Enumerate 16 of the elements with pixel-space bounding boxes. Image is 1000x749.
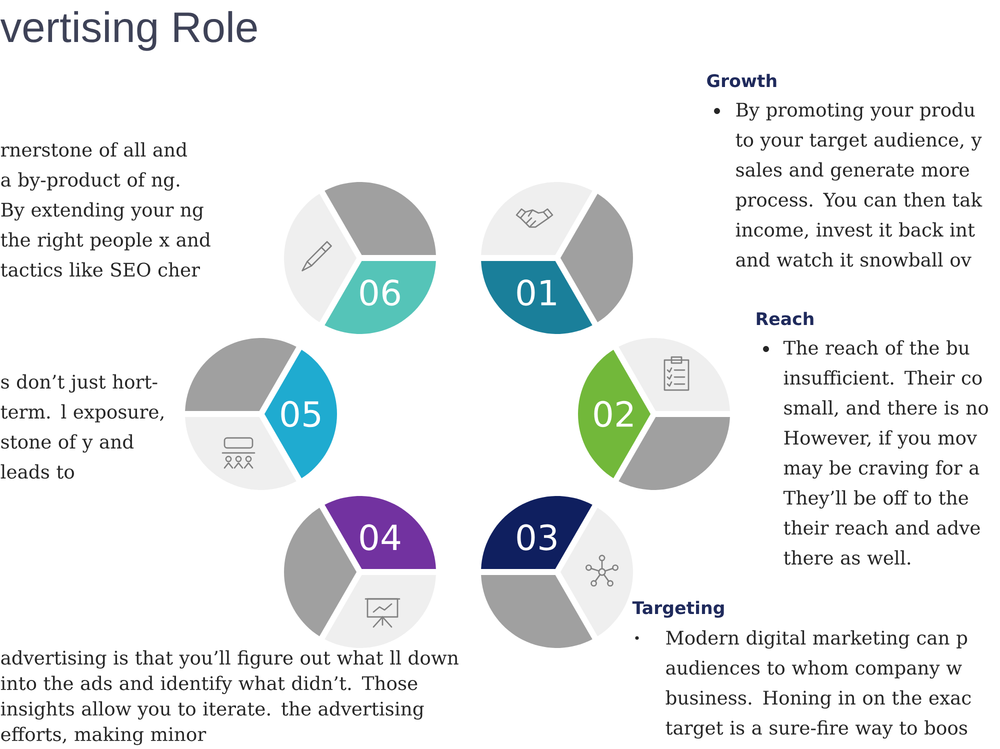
paragraph-text: rnerstone of all and a by-product of ng. By extending your ng the right people x and tactics like SEO cher: [0, 142, 210, 277]
number-petal: 02: [578, 350, 651, 478]
bullet-text: The reach of the bu insufficient. Their co small, and there is no However, if you mov may be craving for a They’ll be off to the their reach and adve there as well.: [783, 340, 988, 565]
number-petal: 03: [481, 496, 592, 569]
paragraph-text: advertising is that you’ll figure out what ll down into the ads and identify what didn’t. Those insights allow you to iterate. the advertising efforts, making minor: [0, 650, 458, 746]
page-title: vertising Role: [0, 11, 257, 51]
number-petal: 04: [324, 496, 436, 569]
section-heading: Targeting: [632, 600, 724, 618]
number-petal: 05: [264, 350, 337, 478]
section-heading: Reach: [756, 312, 814, 326]
number-petal: 06: [324, 261, 436, 334]
bullet-text: Modern digital marketing can p audiences to whom company w business. Honing in on the exac target is a sure-fire way to boos: [666, 630, 971, 739]
number-petal: 01: [481, 261, 592, 334]
section-heading: Growth: [707, 74, 776, 88]
paragraph-text: s don’t just hort-term. l exposure, stone of y and leads to: [0, 374, 164, 479]
bullet-text: By promoting your produ to your target audience, y sales and generate more process. You can then tak income, invest it back int and watch it snowball ov: [736, 102, 982, 267]
